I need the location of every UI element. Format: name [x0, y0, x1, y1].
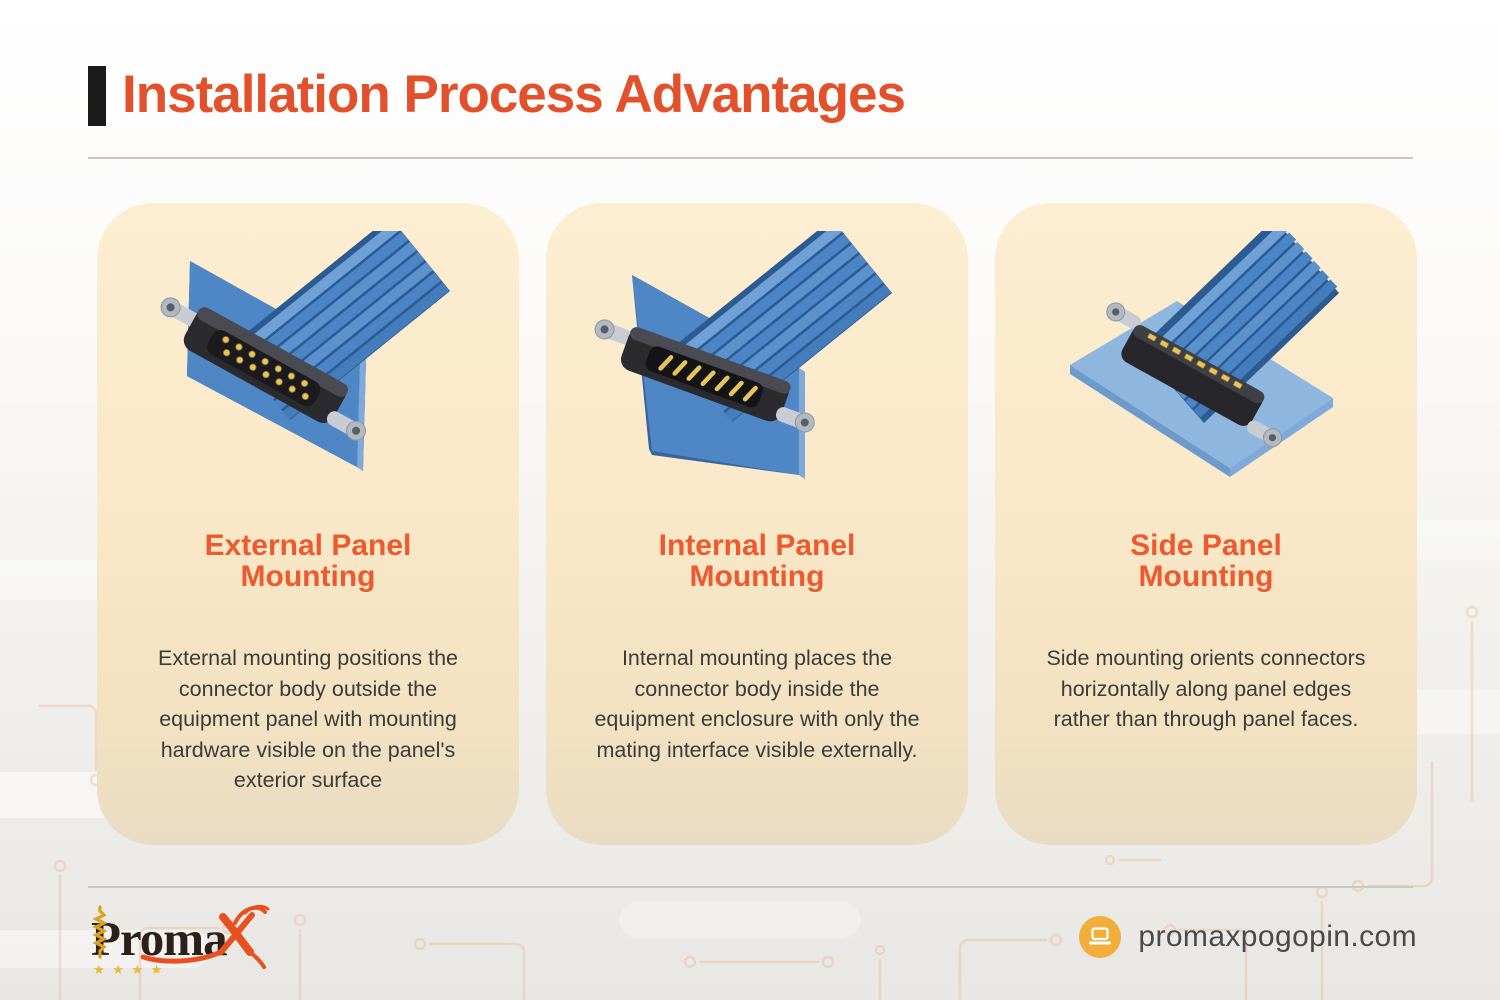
gold-pins [222, 336, 309, 400]
connector-body [594, 319, 815, 433]
page-title: Installation Process Advantages [122, 65, 906, 124]
card-body: Side mounting orients connectors horizon… [1046, 646, 1366, 731]
laptop-icon [1079, 916, 1122, 958]
card-title: External Panel Mounting [204, 529, 412, 593]
external-mount-illustration [160, 231, 450, 471]
card-body: Internal mounting places the connector b… [594, 646, 920, 762]
card-internal-panel-mounting: Internal Panel Mounting Internal mountin… [546, 203, 968, 845]
gold-pins [1147, 333, 1243, 389]
header-divider [88, 157, 1413, 159]
card-external-panel-mounting: External Panel Mounting External mountin… [97, 203, 519, 845]
cards-row: External Panel Mounting External mountin… [97, 203, 1417, 845]
card-body: External mounting positions the connecto… [158, 646, 458, 792]
promax-logo: Proma ★ ★ ★ ★ [85, 899, 270, 986]
website-url[interactable]: promaxpogopin.com [1138, 920, 1417, 953]
side-mount-illustration [1070, 231, 1339, 477]
card-side-panel-mounting: Side Panel Mounting Side mounting orient… [995, 203, 1417, 845]
connector-body [160, 297, 367, 441]
logo-stars: ★ ★ ★ ★ [93, 962, 164, 977]
card-title: Side Panel Mounting [1130, 529, 1282, 593]
pogo-pin-icon [92, 905, 108, 959]
gold-pins [658, 355, 758, 402]
connector-body [1106, 302, 1282, 448]
phoenix-x-icon [140, 904, 270, 969]
internal-mount-illustration [594, 231, 892, 479]
card-title: Internal Panel Mounting [658, 529, 856, 593]
website-link[interactable]: promaxpogopin.com [1079, 916, 1417, 958]
title-accent-bar [88, 66, 106, 126]
footer-divider [88, 886, 1413, 888]
